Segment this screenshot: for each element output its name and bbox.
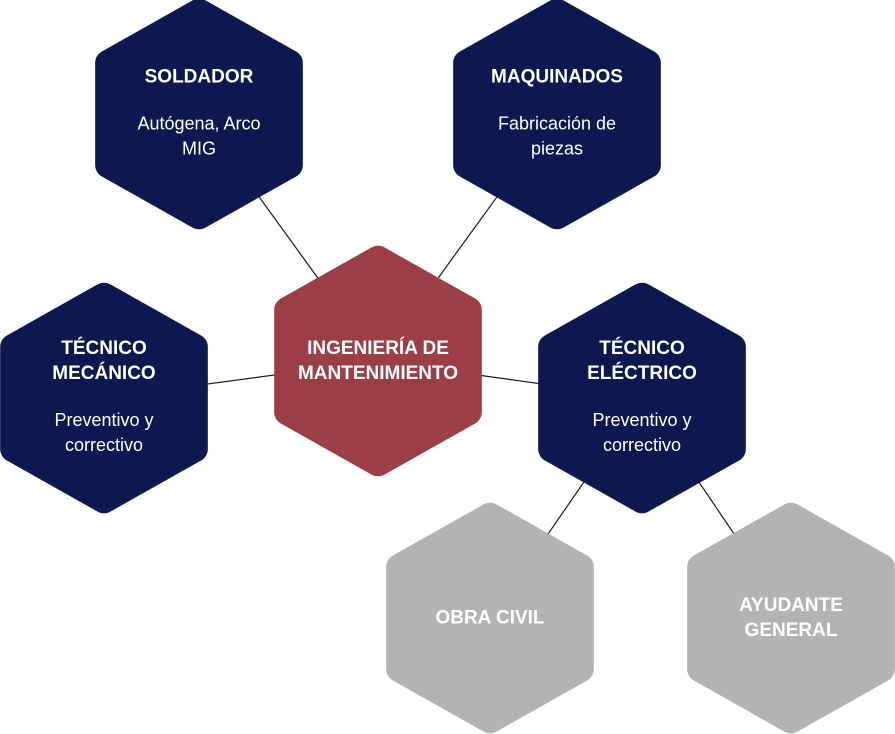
soldador-subtitle-line: Autógena, Arco: [137, 114, 260, 134]
maquinados-subtitle-line: piezas: [531, 139, 583, 159]
hexagon-tecnico-mecanico: [0, 282, 208, 514]
obra-civil-title-line: OBRA CIVIL: [435, 608, 544, 629]
node-obra-civil: OBRA CIVIL: [386, 502, 594, 734]
tecnico-electrico-title-line: ELÉCTRICO: [587, 362, 697, 384]
hexagon-center: [274, 245, 482, 477]
tecnico-mecanico-title-line: TÉCNICO: [61, 337, 147, 359]
tecnico-mecanico-title-line: MECÁNICO: [52, 362, 155, 384]
center-title-line: INGENIERÍA DE: [307, 337, 449, 359]
soldador-title-line: SOLDADOR: [145, 67, 254, 88]
tecnico-mecanico-subtitle-line: Preventivo y: [54, 410, 153, 430]
tecnico-mecanico-subtitle-line: correctivo: [65, 435, 143, 455]
node-center: INGENIERÍA DE MANTENIMIENTO: [274, 245, 482, 477]
ayudante-general-title-line: AYUDANTE: [739, 595, 843, 616]
hexagon-soldador: [95, 0, 303, 230]
hexagon-ayudante-general: [687, 502, 895, 734]
hexagon-obra-civil: [386, 502, 594, 734]
tecnico-electrico-title-line: TÉCNICO: [599, 337, 685, 359]
hexagon-maquinados: [453, 0, 661, 230]
hexagon-tecnico-electrico: [538, 282, 746, 514]
node-tecnico-mecanico: TÉCNICO MECÁNICO Preventivo y correctivo: [0, 282, 208, 514]
node-maquinados: MAQUINADOS Fabricación de piezas: [453, 0, 661, 230]
node-tecnico-electrico: TÉCNICO ELÉCTRICO Preventivo y correctivo: [538, 282, 746, 514]
center-title-line: MANTENIMIENTO: [298, 363, 458, 384]
maquinados-subtitle-line: Fabricación de: [498, 114, 616, 134]
ayudante-general-title-line: GENERAL: [745, 620, 838, 641]
tecnico-electrico-subtitle-line: Preventivo y: [592, 410, 691, 430]
tecnico-electrico-subtitle-line: correctivo: [603, 435, 681, 455]
soldador-subtitle-line: MIG: [182, 139, 216, 159]
maquinados-title-line: MAQUINADOS: [491, 67, 623, 88]
node-ayudante-general: AYUDANTE GENERAL: [687, 502, 895, 734]
